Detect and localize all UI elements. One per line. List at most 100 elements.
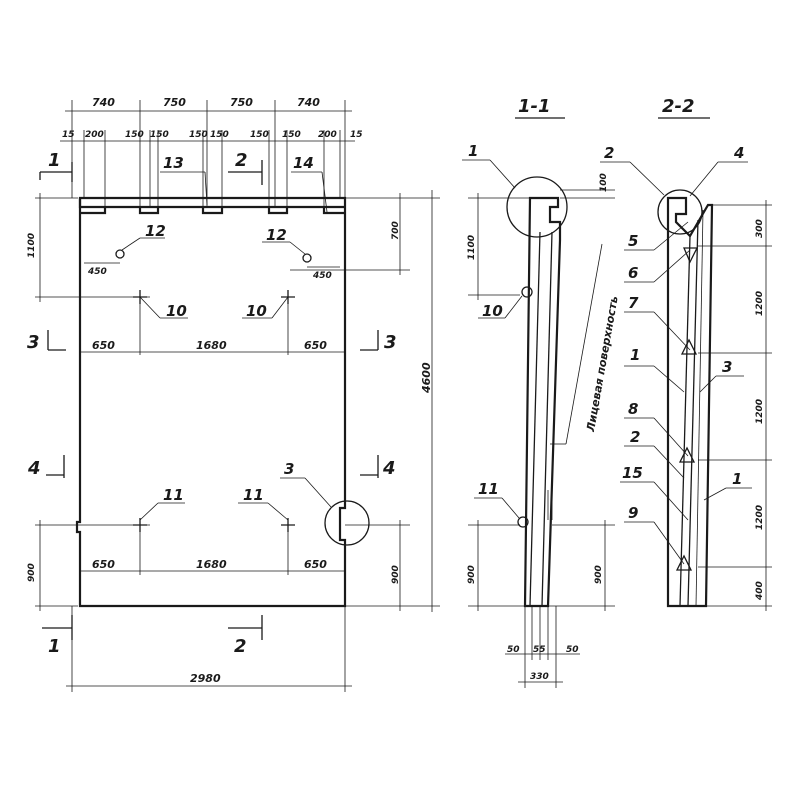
cut-4-right xyxy=(360,455,379,478)
s22-callout-15: 15 xyxy=(622,464,643,482)
callout-12b: 12 xyxy=(266,226,287,244)
dim-top2-5: 150 xyxy=(210,130,229,140)
cut-3-right xyxy=(360,330,379,351)
callout-10a: 10 xyxy=(166,302,187,320)
s22-dim-0: 300 xyxy=(755,219,765,238)
section-2-2-inner-c xyxy=(695,209,704,607)
section-2-2-title: 2-2 xyxy=(662,96,695,117)
dim-right-900: 900 xyxy=(391,565,401,584)
cut-2-bottom-label: 2 xyxy=(234,636,247,657)
s22-callout-9: 9 xyxy=(628,504,638,522)
leader-3a xyxy=(304,477,332,508)
s11-marker-10 xyxy=(521,286,533,298)
dim-op-lo-right: 650 xyxy=(304,558,327,571)
cut-3-left-label: 3 xyxy=(27,332,40,353)
s22-callout-8: 8 xyxy=(628,400,638,418)
cut-2-top-label: 2 xyxy=(235,150,248,171)
cut-3-left xyxy=(47,330,66,351)
dim-op-lo-left: 650 xyxy=(92,558,115,571)
s22-callout-1a: 1 xyxy=(630,346,640,364)
leader-s11-1a xyxy=(489,159,516,189)
s11-bottom-dim-1: 55 xyxy=(533,645,546,655)
dim-top2-3: 150 xyxy=(150,130,169,140)
s22-callout-4: 4 xyxy=(733,144,744,162)
s11-callout-10: 10 xyxy=(482,302,503,320)
dim-op-up-left: 650 xyxy=(92,339,115,352)
callout-11a: 11 xyxy=(163,486,184,504)
section-1-1-body xyxy=(523,196,562,608)
cut-1-top-label: 1 xyxy=(48,150,61,171)
dim-top2-4: 150 xyxy=(189,130,208,140)
leader-12a xyxy=(121,237,141,251)
dim-top2-7: 150 xyxy=(282,130,301,140)
face-label-line xyxy=(565,243,603,445)
cut-4-right-label: 4 xyxy=(382,458,396,479)
s11-dim-left-bottom: 900 xyxy=(467,565,477,584)
s11-bottom-dim-2: 50 xyxy=(566,645,579,655)
s22-callout-3: 3 xyxy=(722,358,732,376)
cut-4-left-label: 4 xyxy=(27,458,41,479)
anchor-b xyxy=(680,338,698,355)
front-view: 740 750 750 740 15 200 150 150 150 150 1… xyxy=(27,96,440,692)
section-2-2: 2-2 2 4 5 6 7 1 3 8 xyxy=(600,96,772,611)
leader-11a xyxy=(139,502,159,521)
hole-12-left xyxy=(115,249,125,259)
cut-3-right-label: 3 xyxy=(384,332,397,353)
dim-op-up-right: 650 xyxy=(304,339,327,352)
s11-bottom-dim-0: 50 xyxy=(507,645,520,655)
s11-callout-1: 1 xyxy=(468,142,478,160)
anchor-c xyxy=(678,446,696,463)
dim-op-lo-mid: 1680 xyxy=(196,558,227,571)
callout-14: 14 xyxy=(293,154,314,172)
leader-13b xyxy=(204,171,208,206)
dim-right-4600: 4600 xyxy=(420,362,433,394)
callout-3: 3 xyxy=(284,460,294,478)
callout-11b: 11 xyxy=(243,486,264,504)
leader-s22-6b xyxy=(653,249,691,283)
section-1-1-inner-a xyxy=(529,231,541,607)
s11-dim-left-top: 1100 xyxy=(467,235,477,260)
section-1-1: 1-1 1 100 1100 900 900 10 xyxy=(462,96,621,688)
s22-dim-2: 1200 xyxy=(755,399,765,424)
s22-callout-7: 7 xyxy=(628,294,639,312)
leader-s22-8b xyxy=(653,417,689,457)
leader-12c xyxy=(289,241,306,255)
leader-s22-4b xyxy=(689,161,719,197)
cut-4-left xyxy=(46,455,65,478)
section-2-2-inner-b xyxy=(687,219,699,607)
dim-top2-1: 200 xyxy=(85,130,104,140)
s22-dim-4: 400 xyxy=(755,581,765,601)
dim-op-up-mid: 1680 xyxy=(196,339,227,352)
s11-dim-top-small: 100 xyxy=(599,173,609,192)
leader-s11-11a xyxy=(501,497,520,519)
s11-marker-11 xyxy=(517,516,529,528)
section-2-2-inner-a xyxy=(679,235,691,607)
cut-2-bottom xyxy=(228,615,263,640)
section-1-1-title: 1-1 xyxy=(518,96,551,117)
dim-top-750b: 750 xyxy=(230,96,253,109)
dim-left-1100: 1100 xyxy=(27,233,37,258)
s22-callout-2b: 2 xyxy=(630,428,640,446)
dim-top-740a: 740 xyxy=(92,96,115,109)
panel-outline xyxy=(75,196,347,608)
leader-10a xyxy=(139,296,161,319)
panel-top-edge xyxy=(78,198,345,215)
dim-top-740b: 740 xyxy=(297,96,320,109)
leader-11c xyxy=(267,502,289,521)
s22-callout-6: 6 xyxy=(628,264,638,282)
callout-13: 13 xyxy=(163,154,184,172)
leader-s22-7b xyxy=(653,311,691,351)
s22-dim-3: 1200 xyxy=(755,505,765,530)
cut-1-top xyxy=(39,162,73,182)
s22-callout-5: 5 xyxy=(628,232,638,250)
leader-s11-10a xyxy=(504,295,523,319)
callout-12a: 12 xyxy=(145,222,166,240)
s22-callout-2a: 2 xyxy=(604,144,614,162)
s11-dim-right-bottom: 900 xyxy=(594,565,604,584)
s22-callout-1b: 1 xyxy=(732,470,742,488)
detail-circle-2-2 xyxy=(657,189,703,235)
leader-s22-15b xyxy=(653,481,689,521)
s11-callout-11: 11 xyxy=(478,480,499,498)
dim-right-700: 700 xyxy=(391,221,401,240)
